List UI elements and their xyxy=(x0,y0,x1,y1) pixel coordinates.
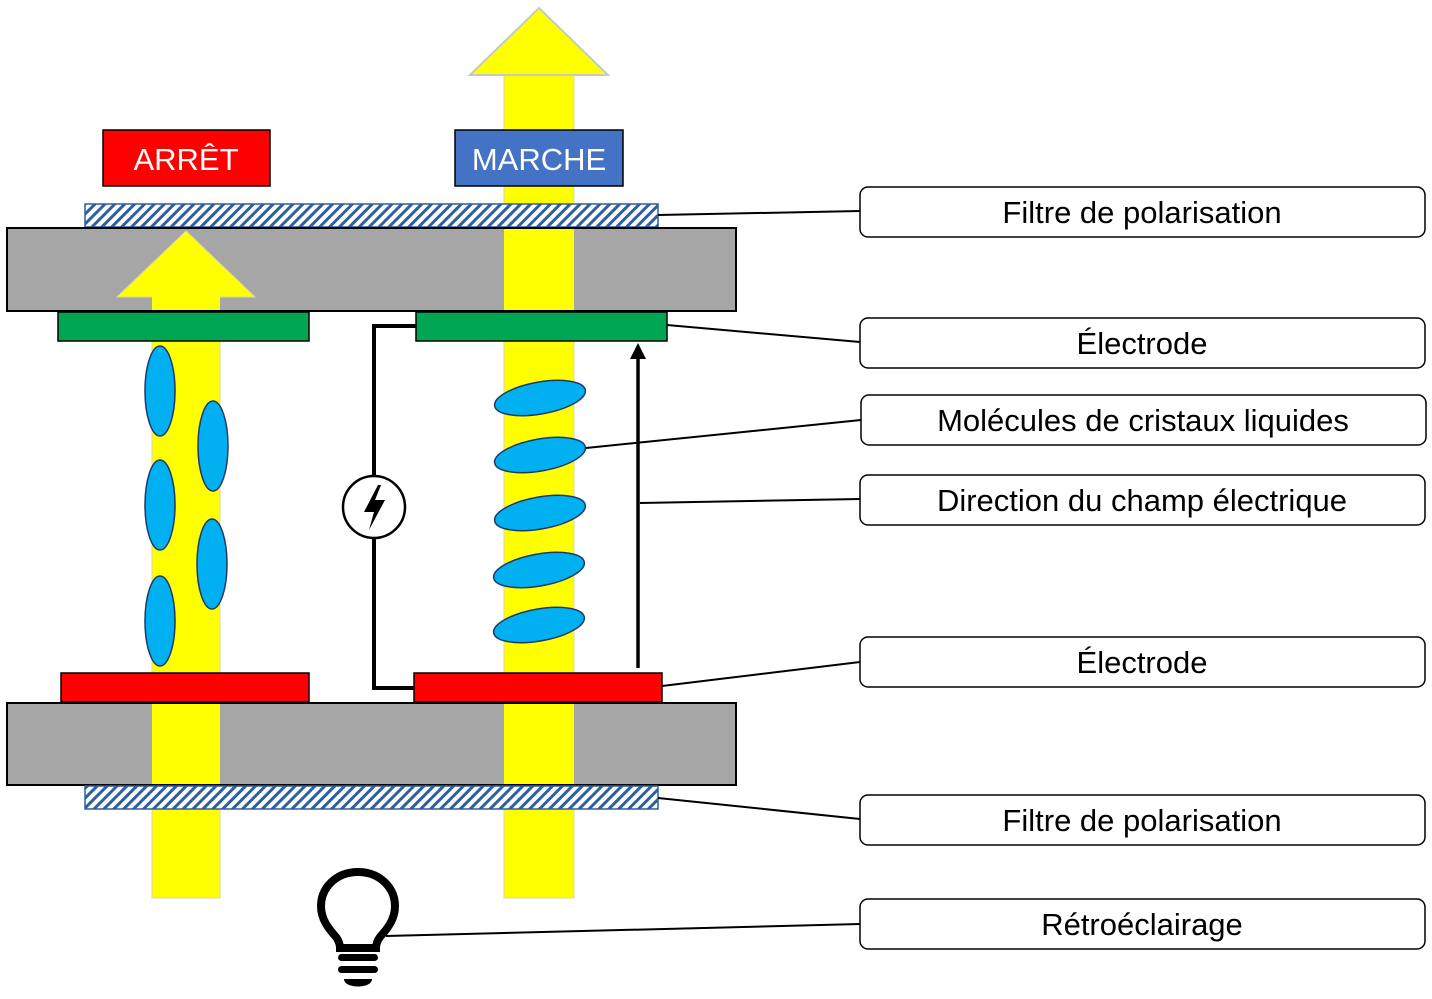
leader-line-top-electrode xyxy=(666,324,861,343)
leader-line-liquid-crystal xyxy=(585,419,862,449)
light-beam-on-through-bottom-glass xyxy=(504,704,574,784)
lightning-bolt-icon xyxy=(364,485,385,530)
on-state-badge: MARCHE xyxy=(454,129,624,187)
light-beam-off-stub xyxy=(152,296,220,310)
callout-backlight-text: Rétroéclairage xyxy=(1041,907,1243,942)
bottom-polarizer xyxy=(84,785,659,810)
molecule xyxy=(197,400,229,492)
leader-line-bottom-electrode xyxy=(661,661,861,687)
molecule xyxy=(144,345,176,437)
light-bulb-icon xyxy=(316,866,400,987)
callout-top-polarizer-text: Filtre de polarisation xyxy=(1002,195,1281,230)
light-beam-on-through-top-glass xyxy=(504,229,574,310)
callout-field-direction-text: Direction du champ électrique xyxy=(937,483,1347,518)
light-arrow-head-on xyxy=(467,6,611,76)
liquid-crystal-molecules-off xyxy=(144,345,229,667)
callout-liquid-crystal: Molécules de cristaux liquides xyxy=(860,394,1427,446)
molecule xyxy=(144,459,176,551)
molecule xyxy=(493,494,587,532)
leader-line-backlight xyxy=(385,923,861,937)
top-polarizer xyxy=(84,203,659,228)
callout-bottom-polarizer-text: Filtre de polarisation xyxy=(1002,803,1281,838)
callout-backlight: Rétroéclairage xyxy=(859,898,1426,950)
bottom-glass xyxy=(6,702,737,786)
leader-line-field-direction xyxy=(639,498,861,504)
electric-field-arrow xyxy=(630,343,646,668)
molecule xyxy=(492,551,586,589)
light-beam-off-through-bottom-glass xyxy=(152,704,220,784)
callout-field-direction: Direction du champ électrique xyxy=(859,474,1426,526)
molecule xyxy=(196,518,228,610)
leader-line-bottom-polarizer xyxy=(657,797,861,820)
power-source xyxy=(341,474,407,540)
leader-line-top-polarizer xyxy=(657,210,861,216)
top-electrode-left xyxy=(57,311,310,342)
callout-top-electrode: Électrode xyxy=(859,317,1426,369)
off-state-badge: ARRÊT xyxy=(102,129,271,187)
molecule xyxy=(144,575,176,667)
top-glass xyxy=(6,227,737,312)
callout-top-electrode-text: Électrode xyxy=(1077,326,1208,361)
molecule xyxy=(492,606,586,644)
callout-top-polarizer: Filtre de polarisation xyxy=(859,186,1426,238)
molecule xyxy=(493,436,587,474)
callout-bottom-electrode: Électrode xyxy=(859,636,1426,688)
off-state-label: ARRÊT xyxy=(133,142,238,177)
molecule xyxy=(493,379,587,417)
bottom-electrode-right xyxy=(413,672,663,703)
callout-liquid-crystal-text: Molécules de cristaux liquides xyxy=(937,403,1349,438)
on-state-label: MARCHE xyxy=(472,142,606,177)
callout-bottom-polarizer: Filtre de polarisation xyxy=(859,794,1426,846)
liquid-crystal-molecules-on xyxy=(492,379,587,644)
callout-bottom-electrode-text: Électrode xyxy=(1077,645,1208,680)
bottom-electrode-left xyxy=(60,672,310,703)
leader-lines xyxy=(385,210,862,937)
top-electrode-right xyxy=(415,311,668,342)
